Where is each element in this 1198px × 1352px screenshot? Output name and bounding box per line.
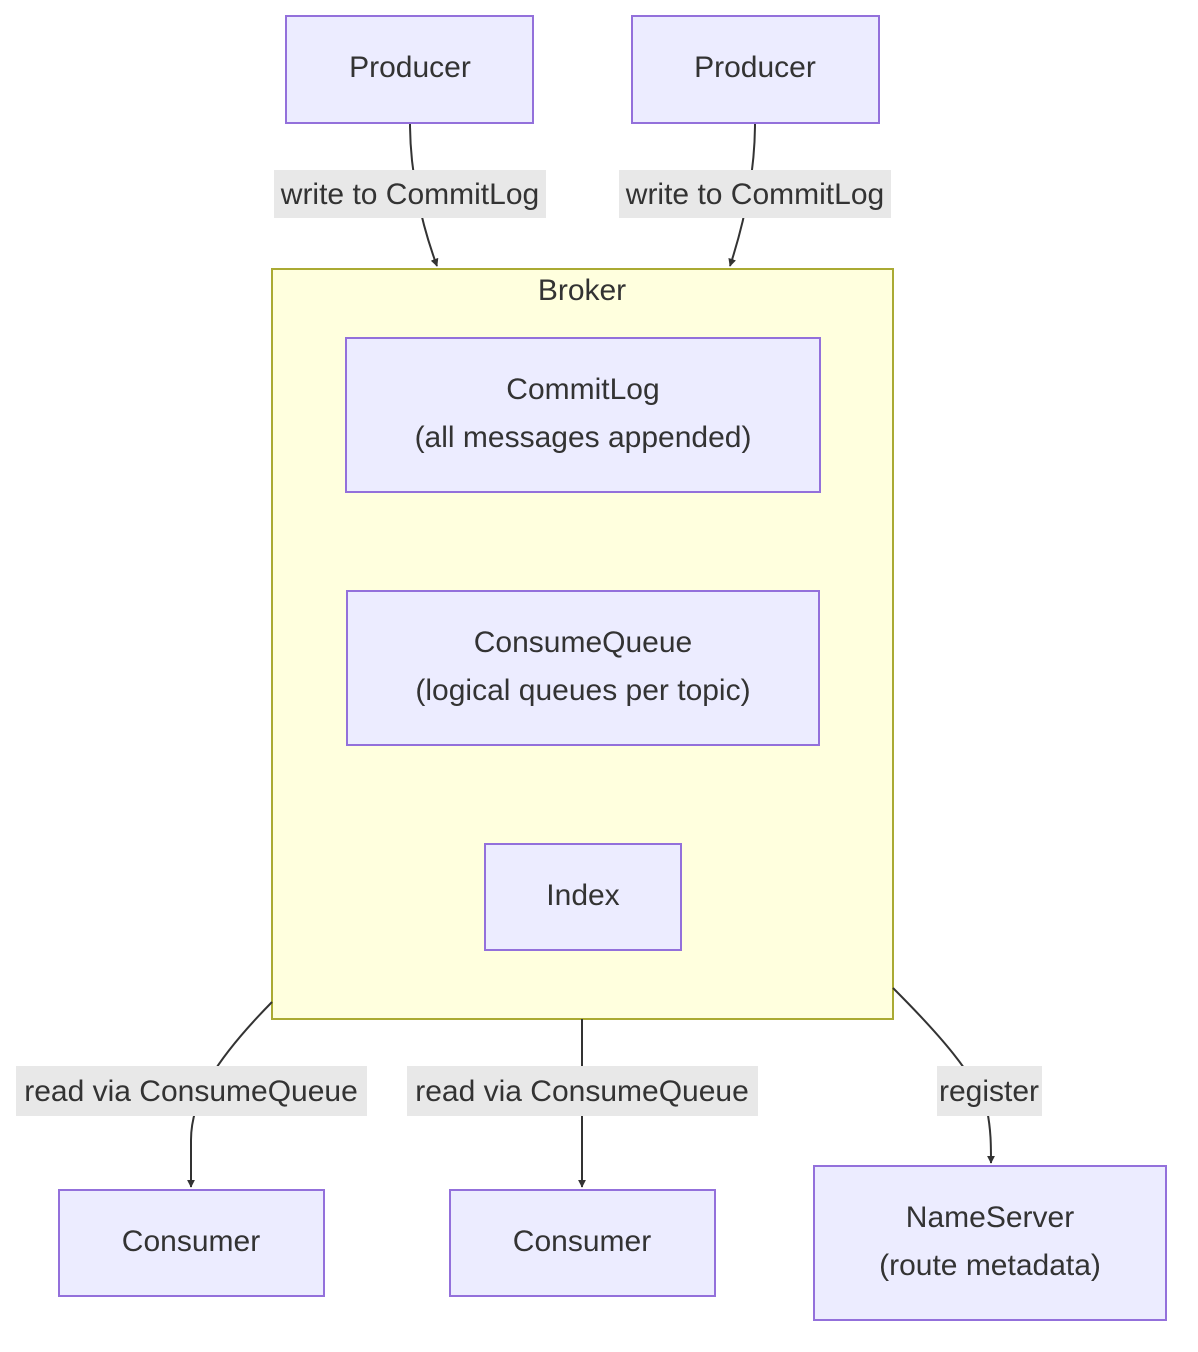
nodes: Producer Producer CommitLog (all message…	[58, 15, 1167, 1321]
node-nameserver-title: NameServer	[906, 1201, 1074, 1234]
edge-label-producer-1: write to CommitLog	[274, 170, 546, 218]
node-commitlog-title: CommitLog	[506, 373, 659, 406]
edge-label-consumer-2: read via ConsumeQueue	[407, 1066, 758, 1116]
node-nameserver-subtitle: (route metadata)	[879, 1249, 1101, 1282]
node-producer-2-label: Producer	[694, 51, 816, 84]
node-consumequeue[interactable]: ConsumeQueue (logical queues per topic)	[346, 590, 820, 746]
edge-label-nameserver: register	[937, 1066, 1042, 1116]
edge-label-consumer-1-text: read via ConsumeQueue	[24, 1075, 358, 1108]
node-consumer-1-label: Consumer	[122, 1225, 260, 1258]
node-nameserver[interactable]: NameServer (route metadata)	[813, 1165, 1167, 1321]
node-commitlog-subtitle: (all messages appended)	[415, 421, 752, 454]
broker-cluster-title: Broker	[538, 274, 626, 307]
node-consumer-1[interactable]: Consumer	[58, 1189, 325, 1297]
node-consumequeue-title: ConsumeQueue	[474, 626, 692, 659]
edge-label-producer-2-text: write to CommitLog	[625, 178, 884, 211]
edge-label-consumer-1: read via ConsumeQueue	[16, 1066, 367, 1116]
edge-label-consumer-2-text: read via ConsumeQueue	[415, 1075, 749, 1108]
edge-labels: write to CommitLog write to CommitLog re…	[16, 170, 1042, 1116]
node-consumer-2-label: Consumer	[513, 1225, 651, 1258]
node-producer-2[interactable]: Producer	[631, 15, 880, 124]
node-index-label: Index	[546, 879, 619, 912]
node-consumer-2[interactable]: Consumer	[449, 1189, 716, 1297]
node-commitlog[interactable]: CommitLog (all messages appended)	[345, 337, 821, 493]
edge-label-producer-2: write to CommitLog	[619, 170, 891, 218]
edge-label-nameserver-text: register	[939, 1075, 1039, 1108]
edge-label-producer-1-text: write to CommitLog	[280, 178, 539, 211]
node-producer-1-label: Producer	[349, 51, 471, 84]
node-consumequeue-subtitle: (logical queues per topic)	[415, 674, 750, 707]
node-producer-1[interactable]: Producer	[285, 15, 534, 124]
node-index[interactable]: Index	[484, 843, 682, 951]
